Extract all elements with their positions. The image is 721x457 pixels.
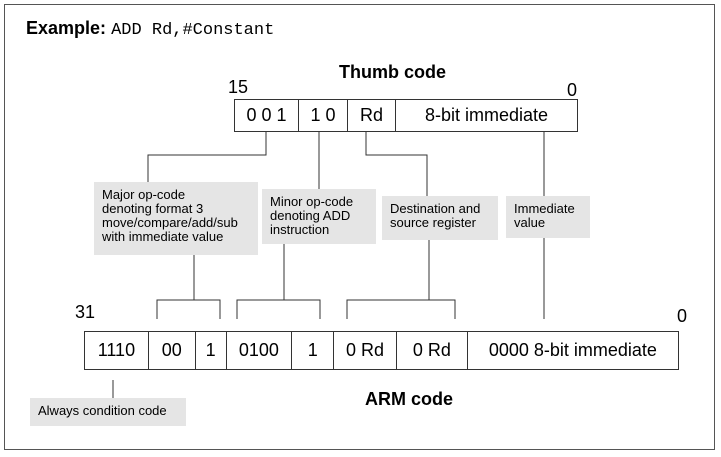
title-instruction: ADD Rd,#Constant	[111, 21, 275, 40]
bracket-major	[156, 299, 221, 319]
thumb-instruction-row: 0 0 1 1 0 Rd 8-bit immediate	[234, 99, 578, 132]
note-immediate-value: Immediate value	[506, 196, 590, 238]
thumb-heading: Thumb code	[339, 62, 446, 82]
bracket-dest	[346, 299, 456, 319]
title-prefix: Example:	[26, 18, 107, 38]
connector-dest-top	[365, 132, 428, 196]
arm-field-condition: 1110	[85, 332, 149, 369]
thumb-field-minor-opcode: 1 0	[299, 100, 348, 131]
connector-major-top	[147, 132, 267, 182]
arm-field-00: 00	[149, 332, 196, 369]
diagram-frame	[4, 4, 715, 450]
arm-field-set-flags: 1	[292, 332, 335, 369]
note-always-condition: Always condition code	[30, 398, 186, 426]
arm-field-opcode: 0100	[227, 332, 293, 369]
example-title: Example: ADD Rd,#Constant	[26, 18, 274, 40]
thumb-field-immediate: 8-bit immediate	[424, 105, 549, 125]
note-destination-register: Destination and source register	[382, 196, 498, 240]
arm-instruction-row: 1110 00 1 0100 1 0 Rd 0 Rd 0000 8-bit im…	[84, 331, 679, 370]
arm-field-rd: 0 Rd	[397, 332, 468, 369]
thumb-bit-low: 0	[567, 80, 578, 100]
arm-field-immediate-flag: 1	[196, 332, 227, 369]
arm-bit-high: 31	[75, 302, 96, 322]
arm-field-rn: 0 Rd	[334, 332, 397, 369]
arm-field-immediate: 0000 8-bit immediate	[488, 340, 657, 360]
bracket-minor	[236, 299, 321, 319]
thumb-field-major-opcode: 0 0 1	[235, 100, 299, 131]
thumb-field-rd: Rd	[348, 100, 396, 131]
arm-heading: ARM code	[365, 389, 454, 409]
note-major-opcode: Major op-code denoting format 3 move/com…	[94, 182, 258, 255]
arm-bit-low: 0	[677, 306, 688, 326]
thumb-bit-high: 15	[228, 77, 249, 97]
note-minor-opcode: Minor op-code denoting ADD instruction	[262, 189, 376, 244]
